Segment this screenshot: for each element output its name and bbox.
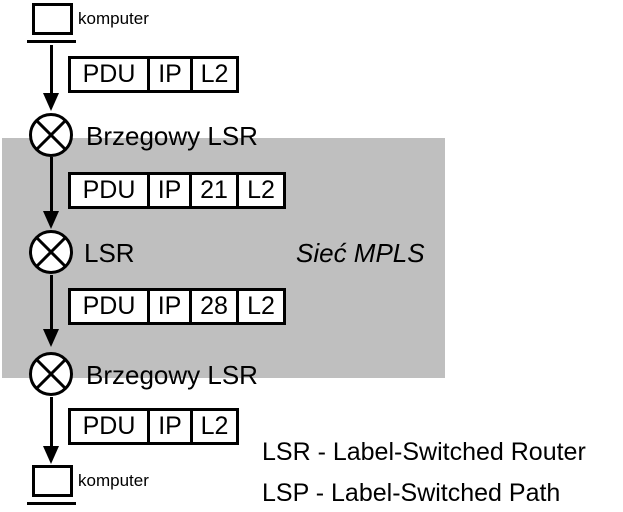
packet-box-4: PDU IP L2 [68, 408, 239, 445]
computer-bottom-label: komputer [78, 471, 149, 490]
packet-cell-l2: L2 [190, 59, 236, 90]
computer-icon [32, 3, 73, 35]
mpls-region-label: Sieć MPLS [296, 238, 425, 268]
flow-arrow-line [50, 275, 53, 331]
arrow-down-icon [43, 446, 59, 464]
packet-cell-pdu: PDU [82, 292, 136, 320]
packet-cell-mpls-label: 28 [189, 291, 236, 322]
packet-cell-pdu: PDU [82, 176, 136, 204]
lsr-router-icon [29, 352, 73, 396]
packet-cell-pdu: PDU [82, 412, 136, 440]
lsr-router-icon [29, 113, 73, 157]
flow-arrow-line [50, 157, 53, 213]
packet-box-2: PDU IP 21 L2 [68, 172, 286, 209]
packet-cell-pdu: PDU [82, 60, 136, 88]
packet-cell-ip: IP [147, 291, 189, 322]
computer-icon [32, 465, 73, 497]
packet-cell-l2: L2 [236, 175, 283, 206]
packet-cell-l2: L2 [190, 411, 236, 442]
packet-cell-ip: IP [147, 411, 190, 442]
arrow-down-icon [43, 211, 59, 229]
packet-cell-l2: L2 [236, 291, 283, 322]
computer-icon-base [27, 40, 76, 43]
legend-lsp-line: LSP - Label-Switched Path [262, 479, 561, 507]
arrow-down-icon [43, 93, 59, 111]
legend: LSR - Label-Switched Router LSP - Label-… [262, 437, 586, 508]
packet-box-3: PDU IP 28 L2 [68, 288, 286, 325]
flow-arrow-line [50, 397, 53, 448]
packet-cell-ip: IP [147, 59, 190, 90]
computer-icon-base [27, 502, 76, 505]
arrow-down-icon [43, 329, 59, 347]
computer-top-label: komputer [78, 9, 149, 28]
legend-lsr-line: LSR - Label-Switched Router [262, 438, 586, 466]
edge-lsr-top-label: Brzegowy LSR [86, 121, 258, 151]
edge-lsr-bottom-label: Brzegowy LSR [86, 360, 258, 390]
packet-box-1: PDU IP L2 [68, 56, 239, 93]
flow-arrow-line [50, 45, 53, 95]
packet-cell-ip: IP [147, 175, 189, 206]
packet-cell-mpls-label: 21 [189, 175, 236, 206]
lsr-router-icon [29, 230, 73, 274]
core-lsr-label: LSR [84, 238, 135, 268]
